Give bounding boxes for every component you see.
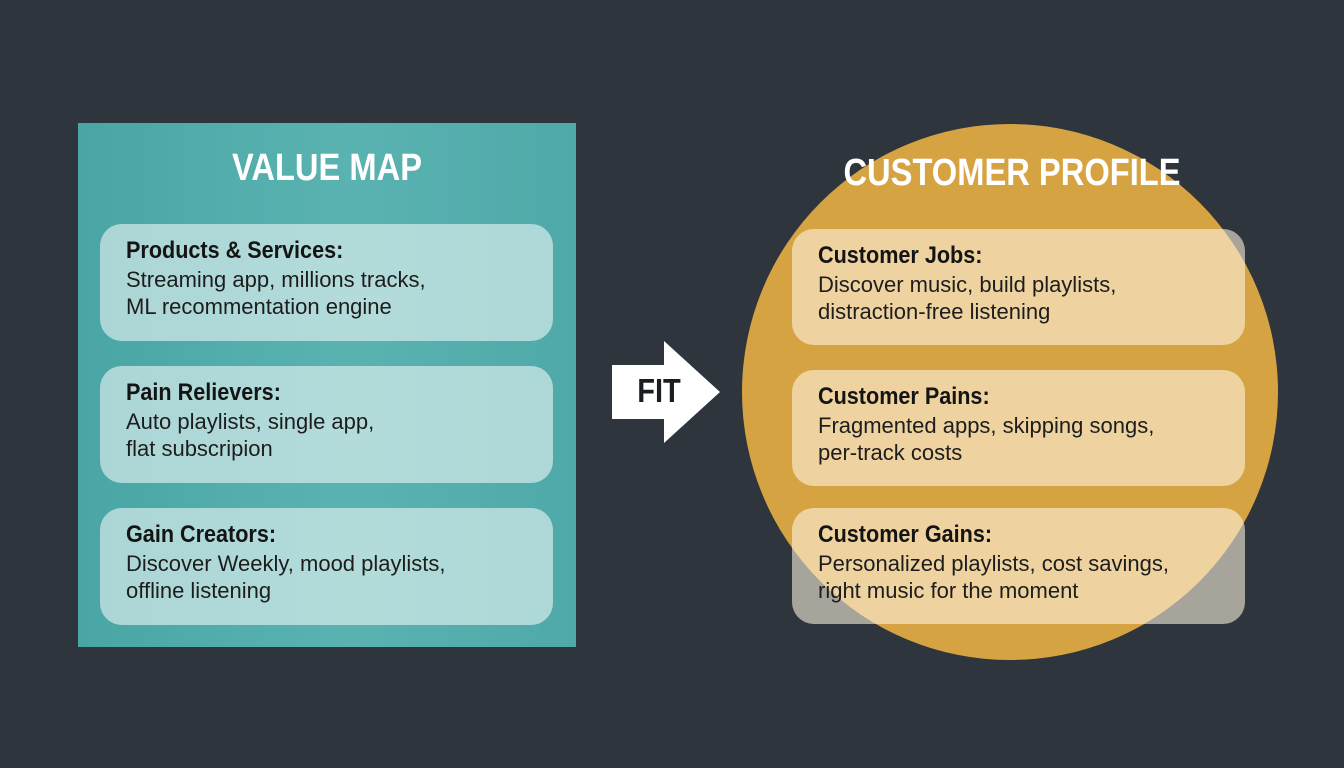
card-heading: Customer Pains:: [818, 383, 990, 410]
card-heading: Gain Creators:: [126, 521, 277, 548]
customer-jobs-card: Customer Jobs: Discover music, build pla…: [792, 229, 1245, 345]
card-heading: Products & Services:: [126, 237, 344, 264]
card-heading: Pain Relievers:: [126, 379, 281, 406]
card-heading: Customer Jobs:: [818, 242, 983, 269]
card-body: Discover Weekly, mood playlists, offline…: [126, 551, 446, 603]
customer-pains-card: Customer Pains: Fragmented apps, skippin…: [792, 370, 1245, 486]
fit-label: FIT: [637, 372, 681, 409]
value-map-title: VALUE MAP: [231, 147, 423, 189]
card-body: Discover music, build playlists, distrac…: [818, 272, 1117, 324]
card-body: Streaming app, millions tracks, ML recom…: [126, 267, 426, 319]
gain-creators-card: Gain Creators: Discover Weekly, mood pla…: [100, 508, 553, 625]
card-body: Auto playlists, single app, flat subscri…: [126, 409, 375, 461]
fit-arrow-icon: [612, 341, 720, 443]
pain-relievers-card: Pain Relievers: Auto playlists, single a…: [100, 366, 553, 483]
products-services-card: Products & Services: Streaming app, mill…: [100, 224, 553, 341]
customer-profile-title: CUSTOMER PROFILE: [843, 152, 1181, 194]
customer-gains-card: Customer Gains: Personalized playlists, …: [792, 508, 1245, 624]
card-heading: Customer Gains:: [818, 521, 993, 548]
card-body: Personalized playlists, cost savings, ri…: [818, 551, 1169, 603]
card-body: Fragmented apps, skipping songs, per-tra…: [818, 413, 1155, 465]
